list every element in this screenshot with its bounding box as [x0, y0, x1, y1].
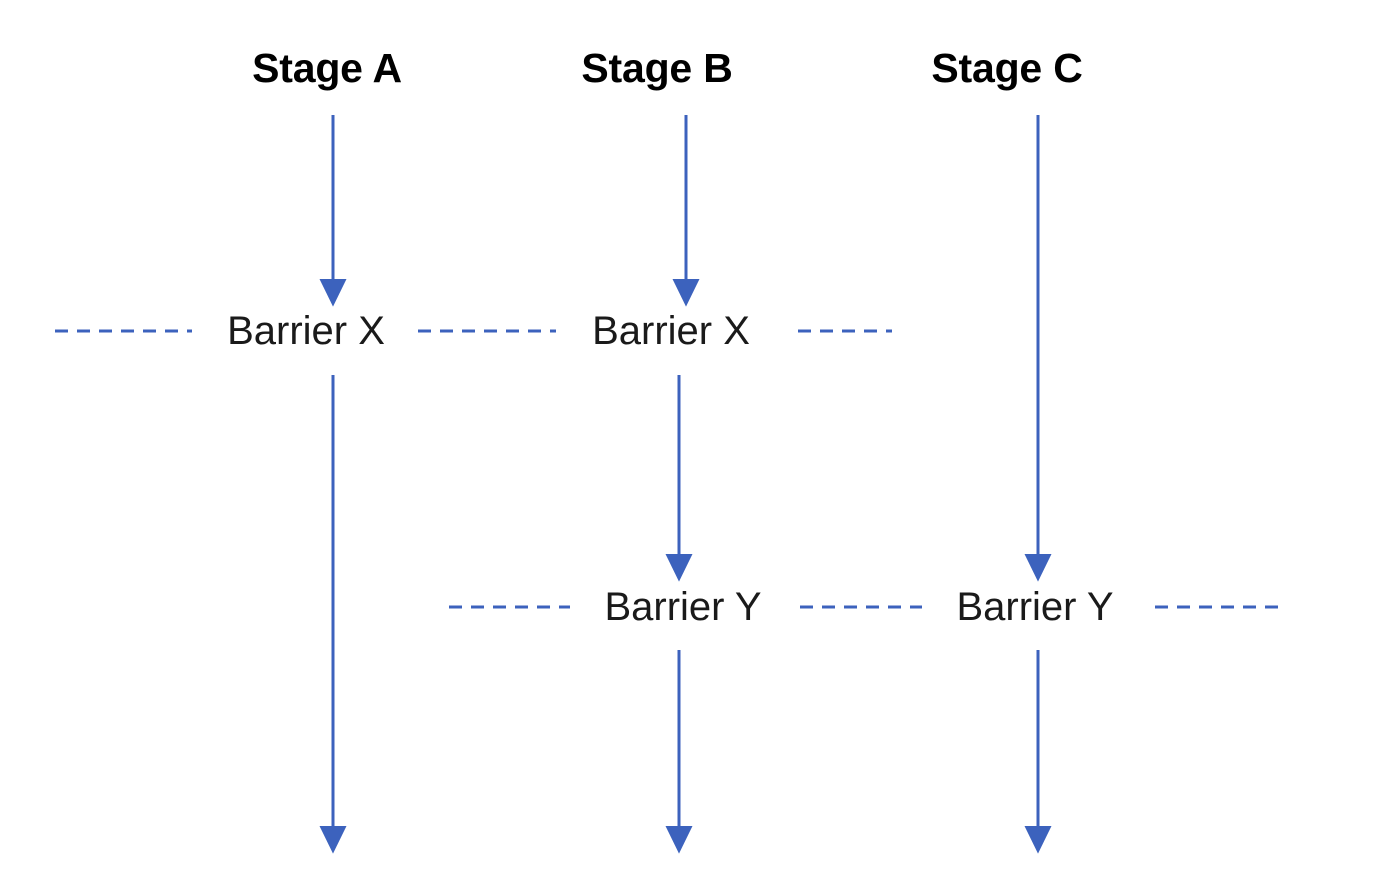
dashed-link-group	[55, 329, 1286, 609]
barrier-x-stage-a: Barrier X	[221, 311, 391, 351]
stage-header-c: Stage C	[931, 45, 1083, 91]
stage-header-a: Stage A	[252, 45, 402, 91]
barrier-x-stage-b: Barrier X	[586, 311, 756, 351]
arrow-group	[319, 115, 1052, 854]
stage-header-b: Stage B	[581, 45, 733, 91]
barrier-y-stage-b: Barrier Y	[598, 587, 768, 627]
barrier-y-stage-c: Barrier Y	[950, 587, 1120, 627]
